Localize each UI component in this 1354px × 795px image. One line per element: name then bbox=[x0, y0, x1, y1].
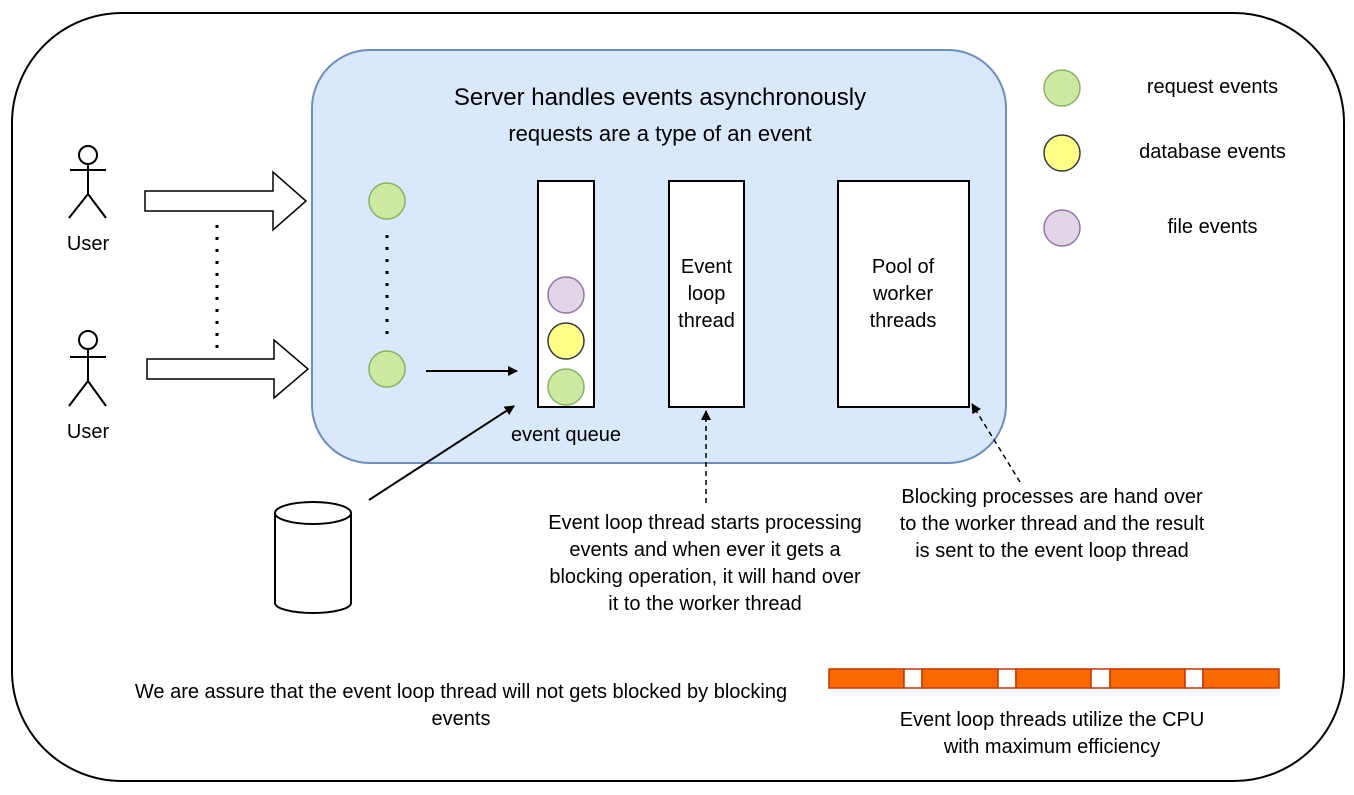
user-label: User bbox=[66, 421, 110, 443]
legend-request-label: request events bbox=[1146, 76, 1279, 98]
user-icon bbox=[68, 145, 107, 219]
request-arrow-2 bbox=[146, 338, 310, 400]
request-event-dot bbox=[368, 182, 406, 220]
request-event-dot bbox=[547, 368, 585, 406]
legend-database-dot bbox=[1043, 134, 1081, 172]
event-loop-label: Event loop thread bbox=[678, 256, 735, 332]
worker-note: Blocking processes are hand over to the … bbox=[899, 486, 1205, 562]
server-container bbox=[311, 49, 1007, 464]
worker-note-arrow bbox=[971, 403, 1021, 483]
legend-file-dot bbox=[1043, 209, 1081, 247]
database-event-dot bbox=[547, 322, 585, 360]
legend-file-label: file events bbox=[1167, 216, 1258, 238]
request-event-dot bbox=[368, 350, 406, 388]
assurance-note: We are assure that the event loop thread… bbox=[134, 681, 788, 730]
database-arrow bbox=[368, 405, 515, 501]
user-icon bbox=[68, 330, 107, 407]
cpu-bar bbox=[828, 668, 1280, 689]
worker-pool-label: Pool of worker threads bbox=[869, 256, 937, 332]
cpu-note: Event loop threads utilize the CPU with … bbox=[899, 709, 1205, 758]
legend-database-label: database events bbox=[1139, 141, 1286, 163]
server-subtitle: requests are a type of an event bbox=[508, 121, 812, 146]
database-icon bbox=[274, 501, 352, 614]
legend-request-dot bbox=[1043, 69, 1081, 107]
user-label: User bbox=[66, 233, 110, 255]
event-loop-note: Event loop thread starts processing even… bbox=[548, 512, 862, 615]
server-title: Server handles events asynchronously bbox=[453, 84, 867, 111]
file-event-dot bbox=[547, 276, 585, 314]
event-queue-label: event queue bbox=[510, 424, 622, 446]
request-arrow-1 bbox=[144, 170, 308, 232]
event-loop-box bbox=[668, 180, 745, 408]
worker-pool-box bbox=[837, 180, 970, 408]
